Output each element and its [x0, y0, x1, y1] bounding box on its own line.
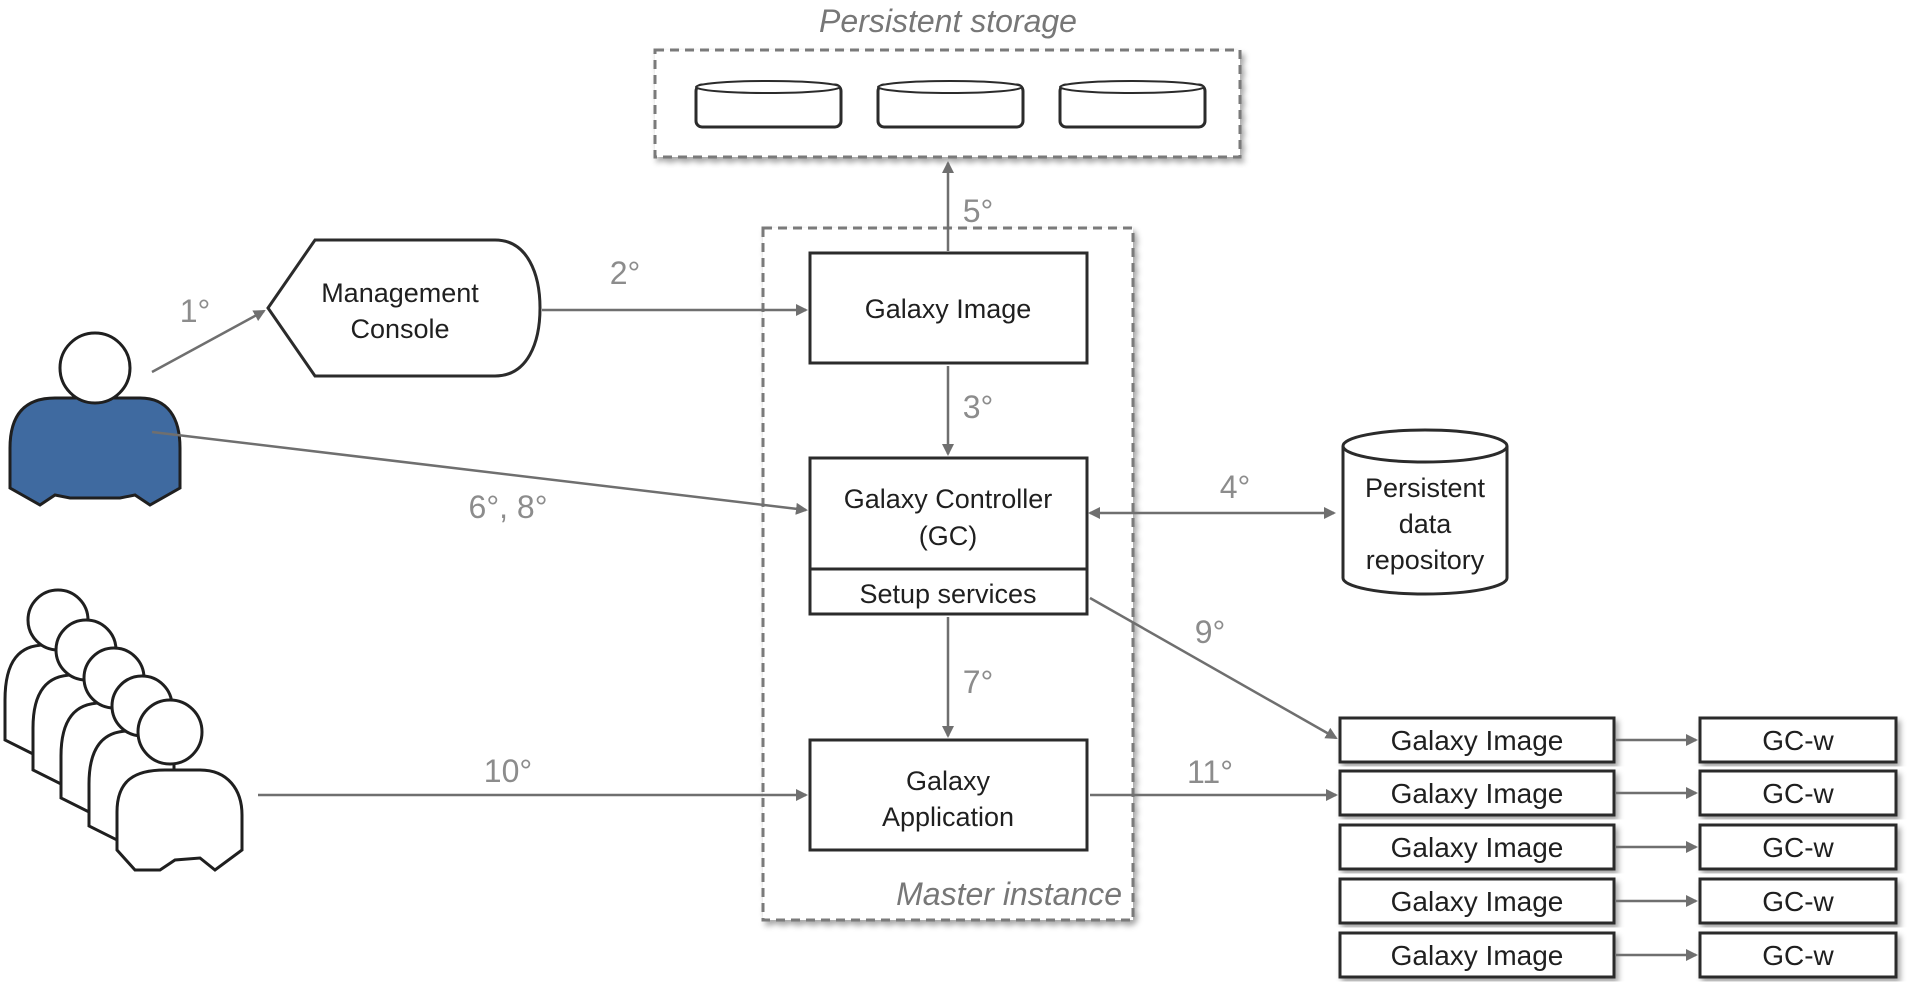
- storage-disk-icon: [694, 80, 843, 129]
- step-label-5: 5°: [963, 193, 994, 229]
- step-label-9: 9°: [1195, 614, 1226, 650]
- persistent-storage-group: Persistent storage: [653, 3, 1242, 159]
- worker-row: Galaxy Image GC-w: [1338, 716, 1898, 764]
- step-label-4: 4°: [1220, 469, 1251, 505]
- galaxy-application: Galaxy Application: [808, 738, 1089, 852]
- galaxy-controller: Galaxy Controller (GC) Setup services: [808, 456, 1089, 616]
- worker-galaxy-image-label: Galaxy Image: [1391, 886, 1564, 917]
- worker-row: Galaxy Image GC-w: [1338, 877, 1898, 925]
- storage-label: Persistent storage: [819, 3, 1077, 39]
- worker-gc-label: GC-w: [1762, 832, 1834, 863]
- galaxy-controller-line2: (GC): [919, 521, 977, 551]
- galaxy-application-line2: Application: [882, 802, 1014, 832]
- worker-row: Galaxy Image GC-w: [1338, 931, 1898, 979]
- arrow-step-9: [1089, 596, 1338, 740]
- management-console-line2: Console: [350, 314, 449, 344]
- management-console-line1: Management: [321, 278, 479, 308]
- worker-galaxy-image-label: Galaxy Image: [1391, 778, 1564, 809]
- worker-galaxy-image-label: Galaxy Image: [1391, 940, 1564, 971]
- step-label-10: 10°: [484, 753, 532, 789]
- worker-row: Galaxy Image GC-w: [1338, 823, 1898, 871]
- master-galaxy-image: Galaxy Image: [808, 251, 1089, 365]
- repository-line2: data: [1399, 509, 1453, 539]
- master-instance-label: Master instance: [896, 876, 1122, 912]
- galaxy-application-line1: Galaxy: [906, 766, 991, 796]
- management-console: Management Console: [266, 238, 542, 378]
- worker-gc-label: GC-w: [1762, 725, 1834, 756]
- step-label-3: 3°: [963, 389, 994, 425]
- worker-gc-label: GC-w: [1762, 940, 1834, 971]
- worker-galaxy-image-label: Galaxy Image: [1391, 725, 1564, 756]
- admin-user-icon: [8, 331, 182, 507]
- repository-line1: Persistent: [1365, 473, 1486, 503]
- step-label-1: 1°: [180, 293, 211, 329]
- end-users-icon: [3, 588, 244, 872]
- storage-disk-icon: [1058, 80, 1207, 129]
- arrow-step-6-8: [151, 430, 808, 515]
- setup-services-label: Setup services: [859, 579, 1036, 609]
- galaxy-controller-line1: Galaxy Controller: [844, 484, 1053, 514]
- step-label-7: 7°: [963, 664, 994, 700]
- worker-galaxy-image-label: Galaxy Image: [1391, 832, 1564, 863]
- worker-row: Galaxy Image GC-w: [1338, 769, 1898, 817]
- repository-line3: repository: [1366, 545, 1485, 575]
- step-label-2: 2°: [610, 255, 641, 291]
- persistent-data-repository: Persistent data repository: [1341, 428, 1509, 596]
- storage-disk-icon: [876, 80, 1025, 129]
- arrow-step-1: [151, 309, 266, 374]
- step-label-11: 11°: [1187, 754, 1233, 790]
- worker-gc-label: GC-w: [1762, 886, 1834, 917]
- worker-gc-label: GC-w: [1762, 778, 1834, 809]
- step-label-6-8: 6°, 8°: [469, 489, 548, 525]
- master-galaxy-image-label: Galaxy Image: [865, 294, 1032, 324]
